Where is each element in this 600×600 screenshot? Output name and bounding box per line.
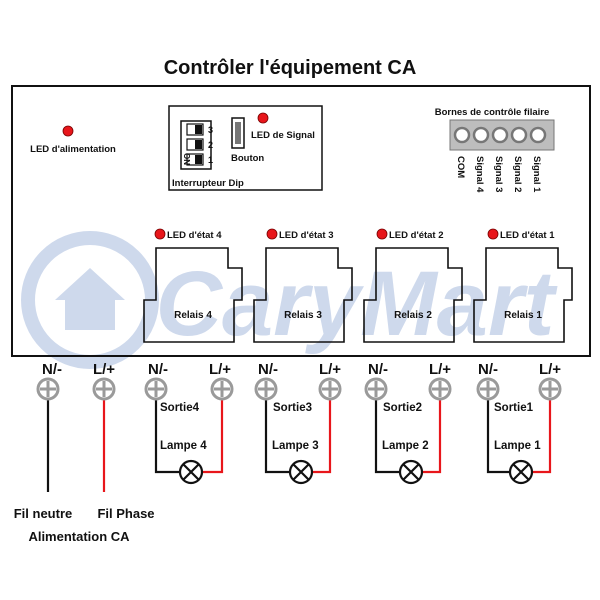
relay-group-4: LED d'état 4 Relais 4 — [143, 228, 243, 343]
lamp-2-icon — [398, 459, 424, 485]
signal-button[interactable] — [231, 117, 245, 149]
status-led-4-label: LED d'état 4 — [167, 230, 222, 241]
terminal-label-out3-n: N/- — [258, 361, 278, 378]
relay-4-body — [143, 247, 243, 343]
phase-wire-label: Fil Phase — [97, 506, 154, 521]
status-led-3-icon — [266, 228, 278, 240]
terminal-label-out1-n: N/- — [478, 361, 498, 378]
relay-1-body — [473, 247, 573, 343]
status-led-2-label: LED d'état 2 — [389, 230, 444, 241]
relay-3-body — [253, 247, 353, 343]
terminal-label-out3-l: L/+ — [319, 361, 341, 378]
button-label: Bouton — [231, 153, 264, 164]
output-4-label: Sortie4 — [160, 402, 200, 414]
terminal-label-com: COM — [455, 156, 466, 178]
status-led-3-label: LED d'état 3 — [279, 230, 334, 241]
relay-group-1: LED d'état 1 Relais 1 — [473, 228, 573, 343]
terminal-label-signal-2: Signal 2 — [512, 156, 523, 192]
terminal-label-signal-1: Signal 1 — [531, 156, 542, 193]
relay-1-label: Relais 1 — [504, 310, 542, 321]
terminal-label-signal-3: Signal 3 — [493, 156, 504, 192]
relay-4-label: Relais 4 — [174, 310, 212, 321]
lamp-2-label: Lampe 2 — [382, 440, 429, 452]
dip-switch-label: Interrupteur Dip — [172, 178, 244, 189]
relay-2-label: Relais 2 — [394, 310, 432, 321]
signal-led-icon — [257, 112, 269, 124]
terminal-label-out2-n: N/- — [368, 361, 388, 378]
power-led-label: LED d'alimentation — [30, 144, 116, 155]
house-logo-icon — [21, 231, 159, 369]
dip-switch[interactable] — [180, 120, 212, 170]
signal-led-label: LED de Signal — [251, 130, 315, 141]
lamp-3-label: Lampe 3 — [272, 440, 319, 452]
lamp-3-icon — [288, 459, 314, 485]
watermark-text: CaryMart — [156, 253, 558, 355]
lamp-4-label: Lampe 4 — [160, 440, 207, 452]
controller-board — [11, 85, 591, 357]
relay-3-label: Relais 3 — [284, 310, 322, 321]
output-3-label: Sortie3 — [273, 402, 312, 414]
relay-group-2: LED d'état 2 Relais 2 — [363, 228, 463, 343]
terminal-cross-icons — [40, 381, 558, 397]
terminal-label-power-n: N/- — [42, 361, 62, 378]
terminal-label-power-l: L/+ — [93, 361, 115, 378]
terminal-label-out2-l: L/+ — [429, 361, 451, 378]
wired-terminals-title: Bornes de contrôle filaire — [435, 107, 550, 118]
lamp-1-label: Lampe 1 — [494, 440, 541, 452]
relay-2-body — [363, 247, 463, 343]
wired-terminal-screws — [453, 126, 547, 144]
terminal-label-signal-4: Signal 4 — [474, 156, 485, 193]
status-led-4-icon — [154, 228, 166, 240]
terminal-label-out4-l: L/+ — [209, 361, 231, 378]
lamp-1-icon — [508, 459, 534, 485]
lamp-4-icon — [178, 459, 204, 485]
terminal-label-out4-n: N/- — [148, 361, 168, 378]
wires — [46, 400, 552, 492]
dip-number-2: 2 — [208, 140, 213, 150]
dip-on-label: ON — [182, 153, 191, 165]
power-led-icon — [62, 125, 74, 137]
dip-number-1: 1 — [208, 155, 213, 165]
power-supply-label: Alimentation CA — [28, 529, 130, 544]
dip-number-3: 3 — [208, 125, 213, 135]
neutral-wire-label: Fil neutre — [14, 506, 73, 521]
status-led-1-label: LED d'état 1 — [500, 230, 555, 241]
status-led-1-icon — [487, 228, 499, 240]
relay-group-3: LED d'état 3 Relais 3 — [253, 228, 353, 343]
output-2-label: Sortie2 — [383, 402, 422, 414]
terminal-label-out1-l: L/+ — [539, 361, 561, 378]
dip-panel — [168, 105, 323, 191]
watermark: CaryMart — [21, 231, 558, 369]
status-led-2-icon — [376, 228, 388, 240]
output-1-label: Sortie1 — [494, 402, 534, 414]
diagram-title: Contrôler l'équipement CA — [164, 57, 417, 79]
